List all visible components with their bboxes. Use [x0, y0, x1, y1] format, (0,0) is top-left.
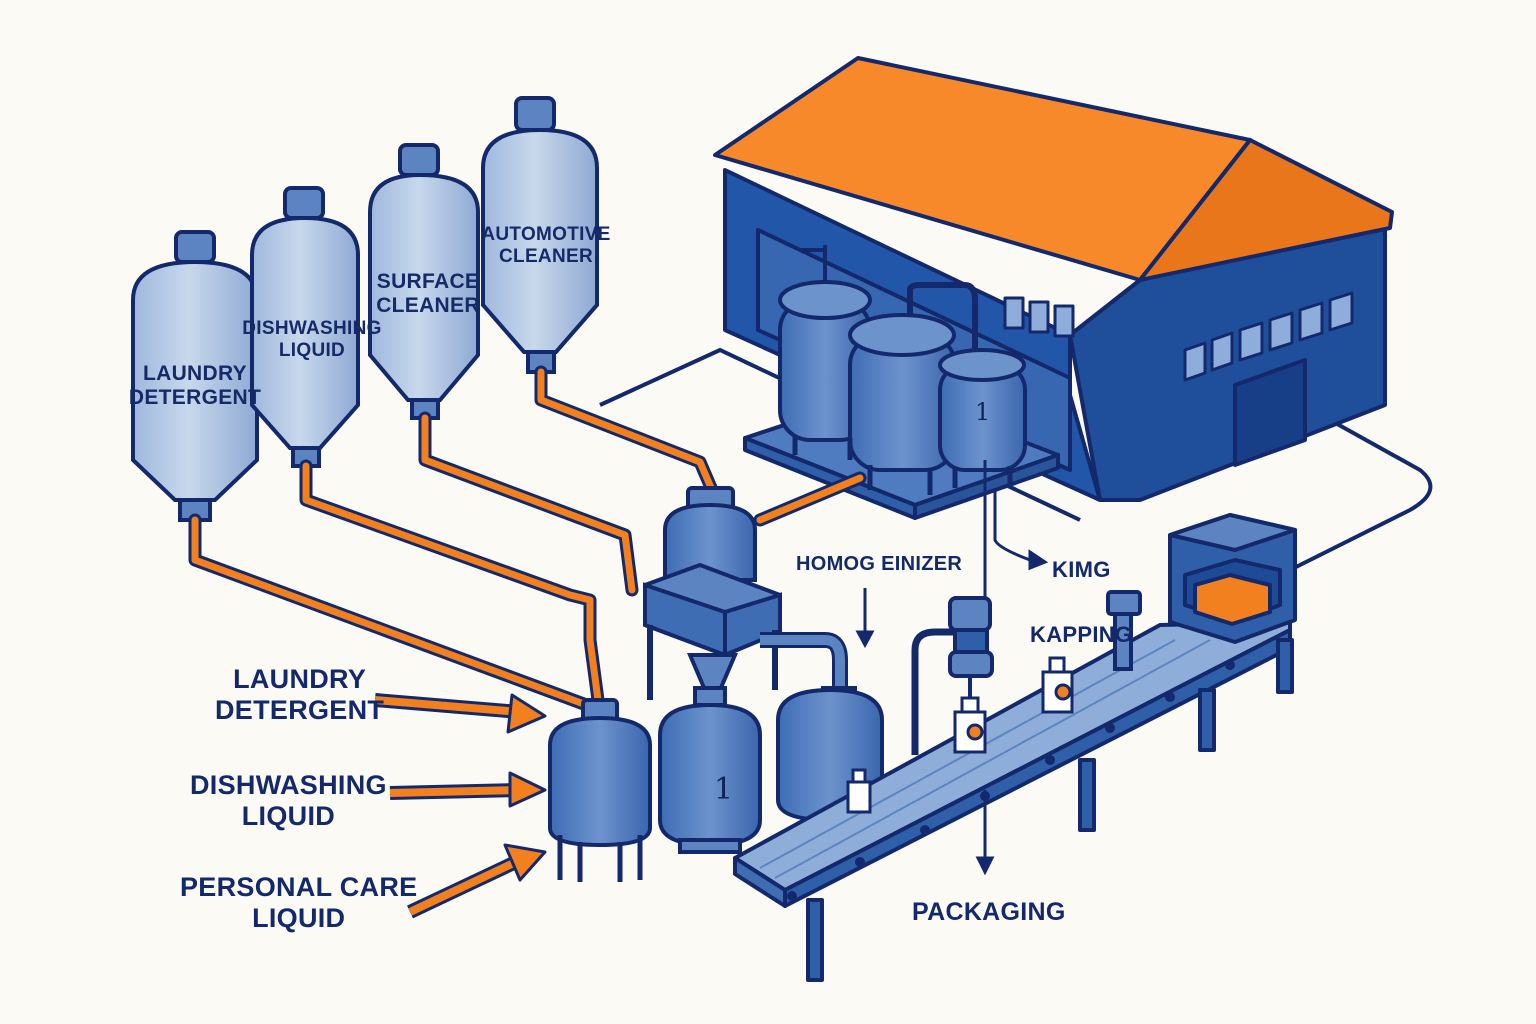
- storage-tank-surface: [368, 143, 480, 420]
- bottle-capped: [1041, 656, 1074, 714]
- input-label-line: LIQUID: [241, 801, 336, 832]
- storage-tank-automotive: [481, 96, 599, 374]
- transfer-pipe: [760, 632, 848, 700]
- filling-station: [911, 596, 994, 755]
- tank-label-line: CLEANER: [376, 294, 480, 318]
- packaging-label: PACKAGING: [912, 898, 1066, 926]
- tank-label-dishwashing: DISHWASHING LIQUID: [242, 318, 381, 362]
- tank-label-line: DISHWASHING: [242, 318, 382, 339]
- vessel-number-building: 1: [975, 398, 991, 426]
- vessel-number-front: 1: [714, 772, 734, 807]
- capping-station: [1041, 590, 1142, 714]
- building-windows: [1003, 291, 1354, 382]
- tank-label-line: LIQUID: [278, 339, 346, 361]
- packaging-machine: [1168, 513, 1297, 644]
- input-label-laundry: LAUNDRY DETERGENT: [215, 664, 384, 726]
- input-arrows: [374, 693, 547, 919]
- tank-label-automotive: AUTOMOTIVE CLEANER: [481, 224, 610, 268]
- bottle-small: [846, 768, 872, 814]
- roof-ridge-edge: [1138, 138, 1394, 282]
- input-label-line: LAUNDRY: [233, 664, 367, 694]
- homogenizer-vessel: [658, 702, 762, 854]
- homogenizer-label: HOMOG EINIZER: [796, 553, 963, 575]
- input-label-line: DISHWASHING: [190, 770, 387, 800]
- input-label-line: DETERGENT: [215, 695, 385, 726]
- tank-label-laundry: LAUNDRY DETERGENT: [129, 362, 261, 410]
- conveyor-belt-lines: [759, 639, 1211, 879]
- input-label-line: LIQUID: [252, 903, 346, 934]
- conveyor-belt: [733, 620, 1294, 982]
- input-label-personal-care: PERSONAL CARE LIQUID: [180, 872, 417, 934]
- input-vessel: [548, 698, 652, 882]
- kapping-label: KAPPING: [1030, 622, 1133, 647]
- storage-tank-dishwashing: [250, 186, 360, 468]
- building-outlet-lines: [983, 460, 1049, 600]
- tank-label-line: LAUNDRY: [143, 362, 247, 385]
- building-door: [1233, 358, 1307, 467]
- building-mixing-tanks: [778, 245, 1027, 495]
- input-label-line: PERSONAL CARE: [180, 872, 418, 902]
- tank-label-surface: SURFACE CLEANER: [376, 270, 480, 318]
- kimg-label: KIMG: [1052, 557, 1111, 582]
- tank-label-line: DETERGENT: [128, 386, 262, 410]
- storage-tanks: [131, 96, 599, 522]
- process-arrows: [855, 588, 995, 876]
- tank-label-line: AUTOMOTIVE: [481, 224, 611, 245]
- bottle-filling: [953, 696, 987, 754]
- tank-label-line: SURFACE: [376, 270, 480, 293]
- tank-label-line: CLEANER: [499, 245, 593, 267]
- package-box: [1193, 573, 1272, 626]
- conveyor-legs: [806, 638, 1294, 982]
- input-label-dishwashing: DISHWASHING LIQUID: [190, 770, 387, 832]
